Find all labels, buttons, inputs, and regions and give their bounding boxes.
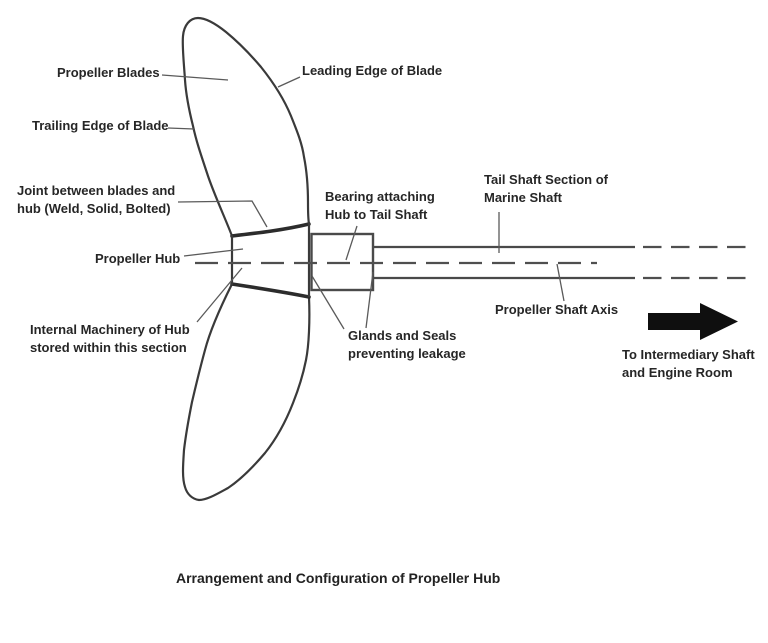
label-glands-line2: preventing leakage [348,346,466,361]
leader-internal-machinery [196,267,243,323]
leader-glands-right [365,271,374,329]
leader-leading-edge [277,76,301,88]
label-internal-machinery-line1: Internal Machinery of Hub [30,322,190,337]
label-bearing-line2: Hub to Tail Shaft [325,207,428,222]
leader-bearing [345,225,358,261]
label-to-engine-line2: and Engine Room [622,365,733,380]
label-leading-edge: Leading Edge of Blade [302,62,442,80]
label-bearing: Bearing attaching Hub to Tail Shaft [325,188,435,224]
label-trailing-edge: Trailing Edge of Blade [32,117,169,135]
label-internal-machinery: Internal Machinery of Hub stored within … [30,321,190,357]
blade-hub-joint-lower [230,282,311,299]
label-shaft-axis: Propeller Shaft Axis [495,301,618,319]
label-joint-line1: Joint between blades and [17,183,176,198]
label-glands: Glands and Seals preventing leakage [348,327,466,363]
leader-trailing-edge [167,127,195,130]
label-glands-line1: Glands and Seals [348,328,457,343]
label-shaft-axis-text: Propeller Shaft Axis [495,302,619,317]
blade-hub-joint-upper [230,222,311,238]
diagram-caption: Arrangement and Configuration of Propell… [176,570,501,586]
label-propeller-hub: Propeller Hub [95,250,180,268]
leader-propeller-blades [161,74,229,81]
label-tail-shaft-line2: Marine Shaft [484,190,563,205]
leader-joint [177,200,268,228]
label-trailing-edge-text: Trailing Edge of Blade [32,118,169,133]
label-propeller-hub-text: Propeller Hub [95,251,181,266]
upper-blade-outline [181,16,311,238]
leader-shaft-axis [556,263,565,302]
label-to-engine-line1: To Intermediary Shaft [622,347,755,362]
direction-arrow-icon [648,303,738,340]
label-tail-shaft-line1: Tail Shaft Section of [484,172,608,187]
label-bearing-line1: Bearing attaching [325,189,435,204]
label-tail-shaft: Tail Shaft Section of Marine Shaft [484,171,608,207]
label-joint-line2: hub (Weld, Solid, Bolted) [17,201,171,216]
label-internal-machinery-line2: stored within this section [30,340,187,355]
label-to-engine: To Intermediary Shaft and Engine Room [622,346,755,382]
label-propeller-blades-text: Propeller Blades [57,65,160,80]
lower-blade-outline [181,282,311,502]
leader-propeller-hub [183,248,244,257]
leader-glands-left [311,275,345,330]
label-leading-edge-text: Leading Edge of Blade [302,63,443,78]
label-joint: Joint between blades and hub (Weld, Soli… [17,182,175,218]
label-propeller-blades: Propeller Blades [57,64,160,82]
